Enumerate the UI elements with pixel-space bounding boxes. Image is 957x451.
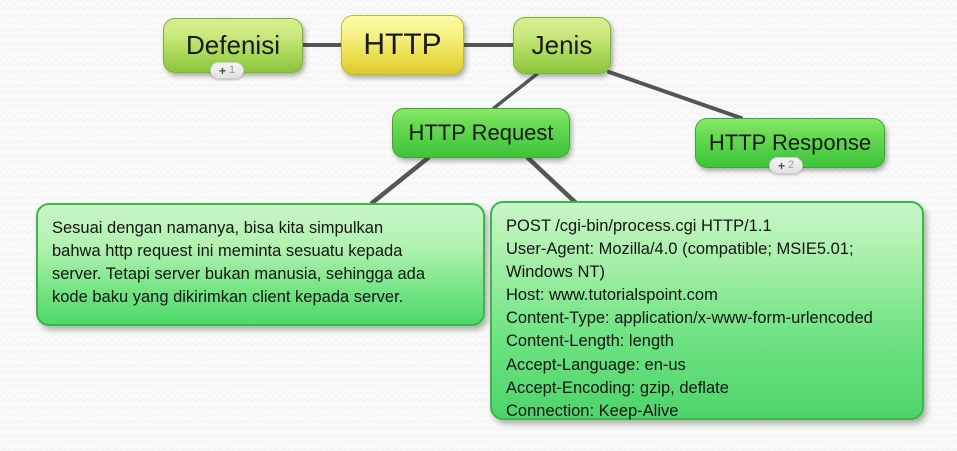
node-http[interactable]: HTTP <box>341 15 464 75</box>
edge-jenis-request <box>492 72 539 110</box>
badge-http-response[interactable]: + 2 <box>769 157 804 174</box>
node-http-response-label: HTTP Response <box>708 130 872 156</box>
edge-request-note-right <box>525 155 579 206</box>
plus-icon: + <box>778 158 786 173</box>
badge-count: 2 <box>788 159 795 171</box>
plus-icon: + <box>219 63 227 78</box>
note-request-description[interactable]: Sesuai dengan namanya, bisa kita simpulk… <box>36 203 485 326</box>
edge-request-note-left <box>369 155 431 206</box>
badge-defenisi[interactable]: + 1 <box>210 62 245 79</box>
node-http-request[interactable]: HTTP Request <box>392 108 570 158</box>
node-jenis[interactable]: Jenis <box>513 17 611 74</box>
node-http-response[interactable]: HTTP Response <box>695 118 885 168</box>
node-http-request-label: HTTP Request <box>408 120 554 146</box>
node-jenis-label: Jenis <box>531 30 593 61</box>
node-http-label: HTTP <box>363 28 442 62</box>
badge-count: 1 <box>229 64 236 76</box>
node-defenisi-label: Defenisi <box>186 30 280 61</box>
node-defenisi[interactable]: Defenisi <box>163 18 303 73</box>
note-request-example[interactable]: POST /cgi-bin/process.cgi HTTP/1.1 User-… <box>490 201 924 420</box>
edge-jenis-response <box>607 70 743 120</box>
